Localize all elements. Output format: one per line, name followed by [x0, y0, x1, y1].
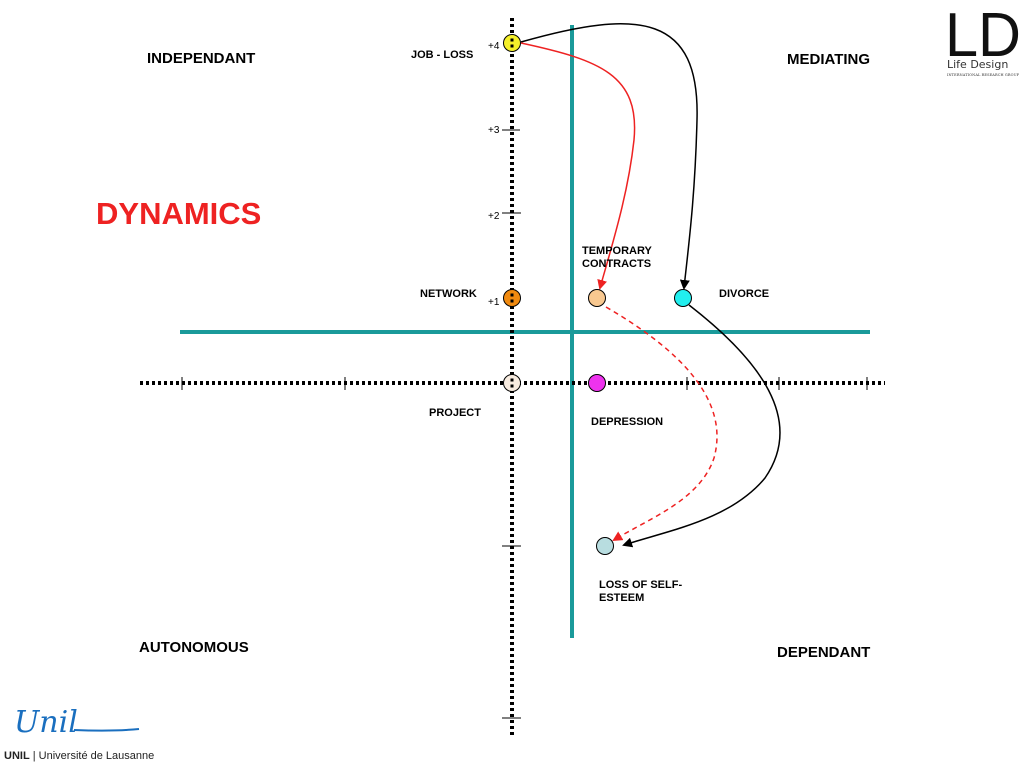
label-job-loss: JOB - LOSS: [411, 49, 474, 61]
svg-text:Unil: Unil: [14, 705, 78, 740]
quadrant-label-autonomous: AUTONOMOUS: [139, 639, 249, 656]
unil-abbrev: UNIL: [4, 750, 30, 762]
life-design-logo: LD Life Design INTERNATIONAL RESEARCH GR…: [945, 2, 1021, 77]
axis-dot: [510, 384, 514, 388]
tick-label-3: +3: [488, 125, 500, 136]
node-job-loss: [503, 34, 521, 52]
tick-label-1: +1: [488, 297, 500, 308]
arrow-jobloss-to-temporary-contracts: [520, 42, 636, 290]
node-temporary-contracts: [588, 289, 606, 307]
svg-text:INTERNATIONAL RESEARCH GROUP: INTERNATIONAL RESEARCH GROUP: [947, 73, 1020, 77]
quadrant-label-dependant: DEPENDANT: [777, 644, 871, 661]
unil-logo: Unil UNIL | Université de Lausanne: [4, 705, 155, 762]
svg-text:Life Design: Life Design: [947, 58, 1008, 71]
axis-dot: [510, 378, 514, 382]
node-project: [503, 374, 521, 392]
arrow-divorce-to-loss-of-self-esteem: [622, 304, 781, 548]
nodes: [503, 34, 692, 555]
node-divorce: [674, 289, 692, 307]
axis-dot: [510, 299, 514, 303]
node-network: [503, 289, 521, 307]
label-loss-of-self-esteem: LOSS OF SELF-ESTEEM: [599, 579, 683, 604]
label-network: NETWORK: [420, 288, 477, 300]
label-divorce: DIVORCE: [719, 288, 770, 300]
quadrant-label-independant: INDEPENDANT: [147, 50, 256, 67]
axis-dot: [510, 293, 514, 297]
node-loss-of-self-esteem: [596, 537, 614, 555]
node-depression: [588, 374, 606, 392]
svg-text:LD: LD: [945, 2, 1021, 70]
arrow-jobloss-to-divorce: [520, 23, 698, 290]
axis-ticks: [181, 129, 868, 719]
slide-title: DYNAMICS: [96, 196, 262, 231]
quadrant-label-mediating: MEDIATING: [787, 51, 871, 68]
label-temporary-contracts: TEMPORARY CONTRACTS: [582, 245, 652, 270]
axis-dot: [510, 38, 514, 42]
tick-label-2: +2: [488, 211, 500, 222]
label-depression: DEPRESSION: [591, 416, 664, 428]
unil-full-name: Université de Lausanne: [38, 750, 155, 762]
arrow-temporary-contracts-to-loss-of-self-esteem: [605, 306, 718, 542]
tick-label-4: +4: [488, 41, 500, 52]
axis-dot: [510, 44, 514, 48]
label-project: PROJECT: [429, 407, 481, 419]
